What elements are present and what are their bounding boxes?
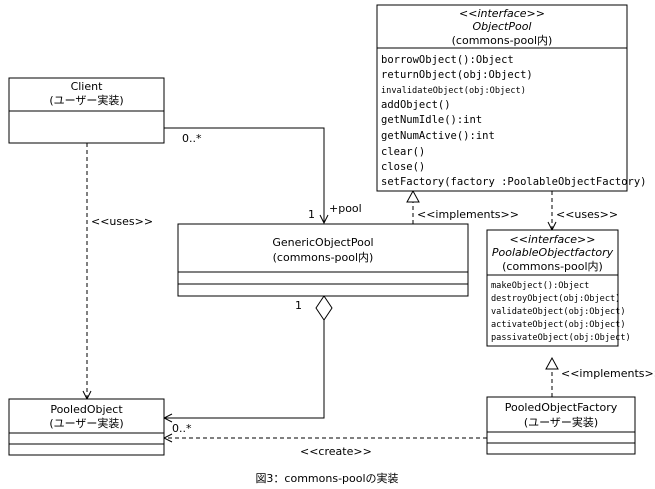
class-name: ObjectPool <box>473 20 532 33</box>
class-genericobjectpool: GenericObjectPool (commons-pool内) <box>177 223 469 297</box>
aggregation-diamond <box>315 295 333 321</box>
operation: validateObject(obj:Object) <box>491 307 626 317</box>
class-name: PooledObject <box>50 403 123 416</box>
client-pool-association <box>164 127 324 223</box>
class-note: (commons-pool内) <box>502 259 603 273</box>
operation: passivateObject(obj:Object) <box>491 333 631 343</box>
operation: makeObject():Object <box>491 281 589 291</box>
operation: addObject() <box>381 99 451 111</box>
operation: returnObject(obj:Object) <box>381 69 533 81</box>
multiplicity-label: 1 <box>295 299 302 312</box>
class-name: GenericObjectPool <box>272 236 373 249</box>
stereotype-label: <<uses>> <box>556 208 618 221</box>
operation: borrowObject():Object <box>381 54 514 66</box>
operation: close() <box>381 161 425 173</box>
stereotype: <<interface>> <box>510 233 596 246</box>
role-label: +pool <box>329 202 362 215</box>
operation: setFactory(factory :PoolableObjectFactor… <box>381 176 647 188</box>
class-note: (commons-pool内) <box>452 33 553 47</box>
operation: clear() <box>381 146 425 158</box>
class-note: (ユーザー実装) <box>49 93 123 107</box>
operation: invalidateObject(obj:Object) <box>381 86 526 96</box>
class-name: PooledObjectFactory <box>505 401 618 414</box>
stereotype-label: <<create>> <box>300 445 372 458</box>
multiplicity-label: 0..* <box>182 132 202 145</box>
class-client: Client (ユーザー実装) <box>8 77 165 144</box>
operation: destroyObject(obj:Object) <box>491 294 620 304</box>
multiplicity-label: 1 <box>308 208 315 221</box>
figure-caption: 図3：commons-poolの実装 <box>255 471 398 485</box>
multiplicity-label: 0..* <box>172 422 192 435</box>
stereotype-label: <<uses>> <box>91 215 153 228</box>
stereotype: <<interface>> <box>459 7 545 20</box>
class-poolableobjectfactory: <<interface>> PoolableObjectfactory (com… <box>486 229 631 347</box>
class-objectpool: <<interface>> ObjectPool (commons-pool内)… <box>376 4 647 192</box>
operation: activateObject(obj:Object) <box>491 320 626 330</box>
class-pooledobject: PooledObject (ユーザー実装) <box>8 398 165 456</box>
class-name: PoolableObjectfactory <box>492 246 614 259</box>
class-note: (ユーザー実装) <box>524 415 598 429</box>
stereotype-label: <<implements>> <box>417 208 519 221</box>
pool-aggregates-pooledobject <box>164 320 325 418</box>
operation: getNumActive():int <box>381 130 495 142</box>
operation: getNumIdle():int <box>381 114 482 126</box>
stereotype-label: <<implements>> <box>561 367 655 380</box>
class-note: (ユーザー実装) <box>49 416 123 430</box>
class-pooledobjectfactory: PooledObjectFactory (ユーザー実装) <box>486 396 636 455</box>
class-note: (commons-pool内) <box>273 250 374 264</box>
class-name: Client <box>71 80 104 93</box>
